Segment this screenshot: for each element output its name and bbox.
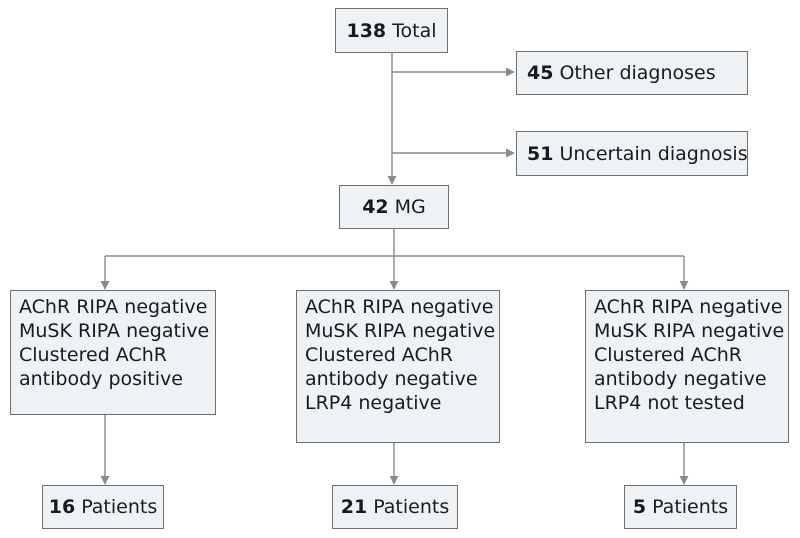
node-mg: 42 MG [339, 185, 449, 229]
group-1-line: Clustered AChR [19, 344, 167, 366]
group-2-line: LRP4 negative [305, 392, 442, 414]
group-3-line: MuSK RIPA negative [594, 320, 785, 342]
group-2-line: AChR RIPA negative [305, 296, 494, 318]
outcome-1-label: Patients [81, 496, 158, 518]
node-outcome-1: 16 Patients [42, 485, 164, 529]
node-group-1: AChR RIPA negative MuSK RIPA negative Cl… [10, 290, 216, 415]
node-mg-label: MG [394, 196, 426, 218]
group-1-line: antibody positive [19, 368, 183, 390]
group-3-line: antibody negative [594, 368, 767, 390]
node-uncertain-diagnosis: 51 Uncertain diagnosis [516, 131, 748, 176]
node-uncertain-diagnosis-label: Uncertain diagnosis [559, 142, 748, 165]
node-mg-count: 42 [362, 196, 389, 218]
outcome-2-label: Patients [373, 496, 450, 518]
group-3-line: Clustered AChR [594, 344, 742, 366]
group-1-line: MuSK RIPA negative [19, 320, 210, 342]
group-2-line: Clustered AChR [305, 344, 453, 366]
outcome-1-count: 16 [48, 496, 76, 518]
node-other-diagnoses-label: Other diagnoses [559, 62, 716, 84]
node-group-3: AChR RIPA negative MuSK RIPA negative Cl… [585, 290, 789, 443]
outcome-2-count: 21 [340, 496, 368, 518]
node-uncertain-diagnosis-count: 51 [527, 142, 554, 165]
outcome-3-count: 5 [632, 496, 647, 518]
node-total-count: 138 [346, 19, 387, 42]
group-1-line: AChR RIPA negative [19, 296, 208, 318]
node-group-2: AChR RIPA negative MuSK RIPA negative Cl… [296, 290, 500, 443]
node-total: 138 Total [335, 8, 448, 53]
outcome-3-label: Patients [652, 496, 729, 518]
node-other-diagnoses: 45 Other diagnoses [516, 51, 748, 95]
node-total-label: Total [392, 19, 437, 42]
node-other-diagnoses-count: 45 [527, 62, 554, 84]
node-outcome-2: 21 Patients [332, 485, 458, 529]
group-2-line: antibody negative [305, 368, 478, 390]
group-3-line: AChR RIPA negative [594, 296, 783, 318]
group-2-line: MuSK RIPA negative [305, 320, 496, 342]
node-outcome-3: 5 Patients [624, 485, 737, 529]
group-3-line: LRP4 not tested [594, 392, 745, 414]
